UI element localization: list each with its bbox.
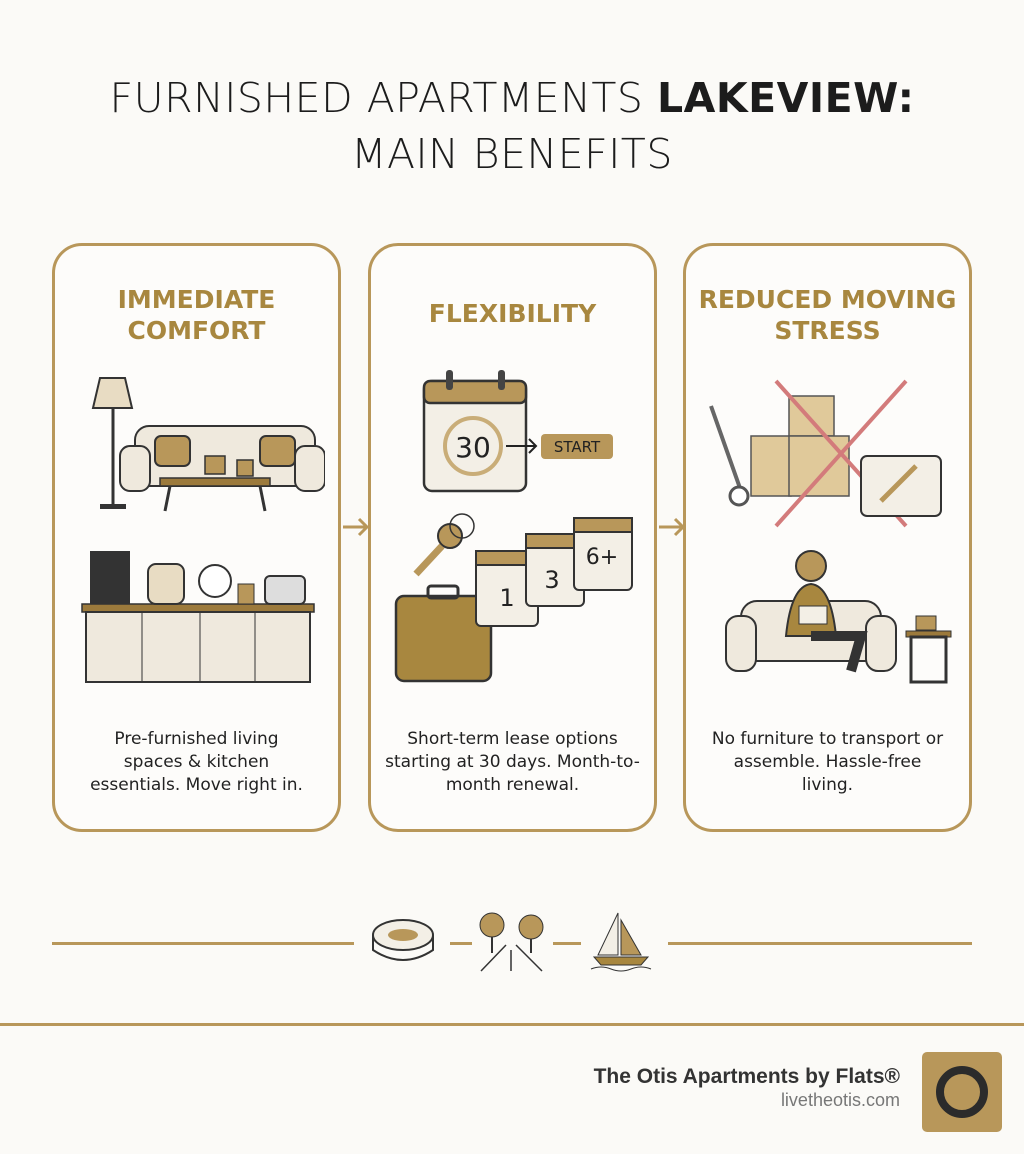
footer-divider <box>0 1023 1024 1026</box>
svg-text:3: 3 <box>544 566 559 594</box>
suitcase-icon <box>394 584 493 683</box>
divider-right <box>668 942 972 945</box>
tree-lined-road-icon <box>479 912 544 972</box>
side-table-icon <box>905 615 952 684</box>
sailboat-icon <box>590 912 652 972</box>
divider-mid2 <box>553 942 581 945</box>
card-heading: FLEXIBILITY <box>428 299 597 328</box>
brand-url[interactable]: livetheotis.com <box>780 1090 900 1110</box>
svg-text:START: START <box>554 438 601 456</box>
svg-text:6+: 6+ <box>586 545 618 570</box>
term-calendar-1: 1 <box>475 550 539 627</box>
card-description: Short-term lease options starting at 30 … <box>385 729 640 795</box>
card-flexibility: FLEXIBILITY 30 START 1 3 6+ Short-term l… <box>368 243 657 832</box>
stress-free-illustration <box>709 379 952 684</box>
card-description: Pre-furnished living spaces & kitchen es… <box>90 729 303 795</box>
term-calendar-6plus: 6+ <box>573 517 633 591</box>
living-room-kitchen-illustration <box>81 377 325 683</box>
calendar-number: 30 <box>455 431 491 464</box>
svg-text:1: 1 <box>499 584 514 612</box>
brand-name: The Otis Apartments by Flats® <box>593 1065 900 1088</box>
divider-left <box>52 942 354 945</box>
arrow-right-icon <box>343 517 370 537</box>
card-heading: IMMEDIATE COMFORT <box>117 285 276 345</box>
card-reduced-moving-stress: REDUCED MOVING STRESS No furniture to tr… <box>683 243 972 832</box>
key-icon <box>413 513 475 577</box>
card-description: No furniture to transport or assemble. H… <box>711 729 944 795</box>
card-immediate-comfort: IMMEDIATE COMFORT Pre-furnished living s… <box>52 243 341 832</box>
logo-ring-icon <box>936 1066 988 1118</box>
title-line1: FURNISHED APARTMENTS <box>109 74 657 122</box>
calendar-icon: 30 <box>422 370 528 493</box>
page-title: FURNISHED APARTMENTS LAKEVIEW: MAIN BENE… <box>0 70 1024 182</box>
title-line2: MAIN BENEFITS <box>351 130 673 178</box>
start-badge: START <box>541 434 613 459</box>
floor-lamp-icon <box>91 377 134 509</box>
person-reading-icon <box>784 550 868 673</box>
kitchen-counter-icon <box>81 551 315 683</box>
divider-mid <box>450 942 472 945</box>
stadium-icon <box>372 919 434 961</box>
card-heading: REDUCED MOVING STRESS <box>698 285 957 345</box>
lease-calendar-illustration: 30 START 1 3 6+ <box>394 370 633 683</box>
title-location: LAKEVIEW: <box>657 74 915 122</box>
term-calendar-3: 3 <box>525 533 585 607</box>
toolbox-icon <box>860 455 942 517</box>
brand-logo <box>922 1052 1002 1132</box>
coffee-table-icon <box>159 455 271 512</box>
